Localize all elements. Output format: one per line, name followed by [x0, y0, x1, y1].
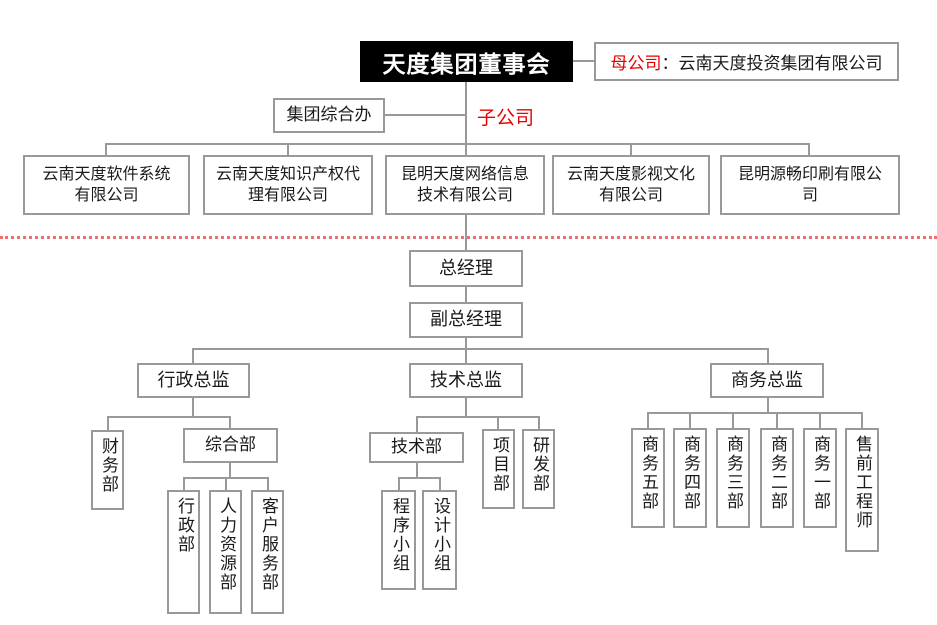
connector-stub [767, 348, 769, 363]
director-admin-label: 行政总监 [157, 369, 230, 391]
director-tech-box: 技术总监 [409, 363, 523, 398]
connector-deputy-down [465, 338, 467, 348]
connector-office-horizontal [385, 114, 465, 116]
subsidiary-box-3: 昆明天度网络信息技术有限公司 [385, 155, 545, 215]
finance-dept-box: 财务部 [91, 430, 124, 510]
gm-label: 总经理 [439, 257, 493, 279]
business-dept4-box: 商务四部 [673, 428, 707, 528]
subsidiary-box-4: 云南天度影视文化有限公司 [552, 155, 710, 215]
connector-stub [192, 348, 194, 363]
connector-stub [776, 412, 778, 428]
parent-company-label: 母公司 [610, 54, 662, 74]
connector-subsidiaries-horizontal [105, 143, 810, 145]
connector-business-down [767, 398, 769, 412]
design-team-box: 设计小组 [422, 490, 457, 590]
subsidiary-name: 云南天度知识产权代理有限公司 [215, 164, 360, 204]
connector-stub [465, 348, 467, 363]
project-dept-box: 项目部 [482, 429, 515, 509]
connector-stub [416, 416, 418, 432]
group-office-label: 集团综合办 [286, 105, 372, 126]
connector-admin-horizontal [107, 416, 231, 418]
customer-service-dept-box: 客户服务部 [251, 490, 284, 614]
connector-stub [398, 477, 400, 490]
connector-stub [225, 477, 227, 490]
subsidiary-box-2: 云南天度知识产权代理有限公司 [203, 155, 373, 215]
connector-stub [107, 416, 109, 430]
connector-stub [267, 477, 269, 490]
subsidiary-name: 昆明源畅印刷有限公司 [737, 164, 882, 204]
director-business-label: 商务总监 [731, 369, 803, 391]
director-tech-label: 技术总监 [430, 369, 502, 391]
connector-general-down [229, 463, 231, 477]
connector-stub [732, 412, 734, 428]
connector-admin-down [192, 398, 194, 416]
general-dept-box: 综合部 [183, 428, 278, 463]
connector-board-to-parent [573, 60, 594, 62]
connector-stub [465, 143, 467, 155]
deputy-gm-label: 副总经理 [430, 309, 502, 331]
business-dept1-box: 商务一部 [803, 428, 837, 528]
connector-stub [819, 412, 821, 428]
subsidiary-name: 云南天度影视文化有限公司 [566, 164, 695, 204]
connector-stub [497, 416, 499, 429]
connector-stub [861, 412, 863, 428]
board-title: 天度集团董事会 [382, 51, 551, 78]
connector-gm-to-deputy [465, 287, 467, 302]
connector-business-horizontal [647, 412, 863, 414]
connector-stub [105, 143, 107, 155]
tech-dept-label: 技术部 [391, 437, 442, 458]
connector-stub [630, 143, 632, 155]
director-admin-box: 行政总监 [137, 363, 250, 398]
connector-stub [689, 412, 691, 428]
general-dept-label: 综合部 [205, 435, 256, 456]
board-title-box: 天度集团董事会 [360, 41, 573, 82]
parent-company-box: 母公司：云南天度投资集团有限公司 [594, 42, 899, 81]
presales-engineer-box: 售前工程师 [845, 428, 879, 552]
subsidiary-label: 子公司 [477, 107, 535, 129]
connector-stub [183, 477, 185, 490]
director-business-box: 商务总监 [710, 363, 824, 398]
connector-stub [538, 416, 540, 429]
parent-company-colon: ： [661, 54, 679, 74]
connector-stub [647, 412, 649, 428]
connector-stub [439, 477, 441, 490]
connector-techdept-horizontal [398, 477, 441, 479]
connector-techdept-down [416, 463, 418, 477]
business-dept3-box: 商务三部 [716, 428, 750, 528]
connector-tech-horizontal [416, 416, 540, 418]
connector-tech-down [465, 398, 467, 416]
connector-main-vertical-top [465, 82, 467, 145]
connector-stub [808, 143, 810, 155]
business-dept2-box: 商务二部 [760, 428, 794, 528]
subsidiary-box-5: 昆明源畅印刷有限公司 [720, 155, 900, 215]
gm-box: 总经理 [409, 250, 523, 287]
subsidiary-box-1: 云南天度软件系统有限公司 [23, 155, 190, 215]
admin-dept-box: 行政部 [167, 490, 200, 614]
holding-operating-separator [0, 236, 937, 239]
subsidiary-name: 昆明天度网络信息技术有限公司 [400, 164, 529, 204]
parent-company-name: 云南天度投资集团有限公司 [678, 54, 883, 74]
connector-stub [229, 416, 231, 428]
connector-company3-to-gm [465, 215, 467, 250]
business-dept5-box: 商务五部 [631, 428, 665, 528]
subsidiary-name: 云南天度软件系统有限公司 [42, 164, 171, 204]
hr-dept-box: 人力资源部 [209, 490, 242, 614]
programming-team-box: 程序小组 [381, 490, 416, 590]
group-office-box: 集团综合办 [273, 98, 385, 133]
tech-dept-box: 技术部 [369, 432, 464, 463]
connector-stub [287, 143, 289, 155]
deputy-gm-box: 副总经理 [409, 302, 523, 338]
rnd-dept-box: 研发部 [522, 429, 555, 509]
connector-directors-horizontal [192, 348, 769, 350]
